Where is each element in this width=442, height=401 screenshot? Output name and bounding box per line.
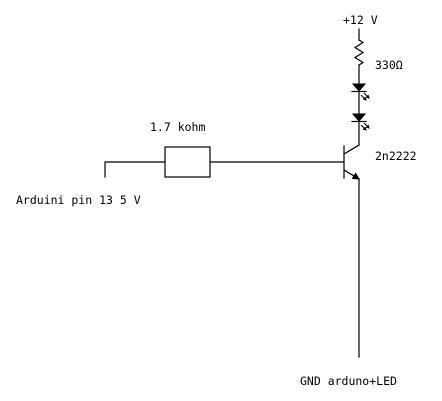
led-2 <box>351 113 370 131</box>
input-wire <box>104 161 166 178</box>
led-resistor-label: 330Ω <box>375 58 403 72</box>
ground-label: GND arduno+LED <box>300 374 397 388</box>
transistor-label: 2n2222 <box>375 149 417 163</box>
input-label: Arduini pin 13 5 V <box>16 193 141 207</box>
supply-label: +12 V <box>343 13 378 27</box>
base-resistor-label: 1.7 kohm <box>150 120 205 134</box>
transistor-2n2222 <box>343 144 360 180</box>
base-resistor <box>164 146 211 178</box>
led-1 <box>351 83 370 101</box>
led-resistor <box>353 39 365 66</box>
